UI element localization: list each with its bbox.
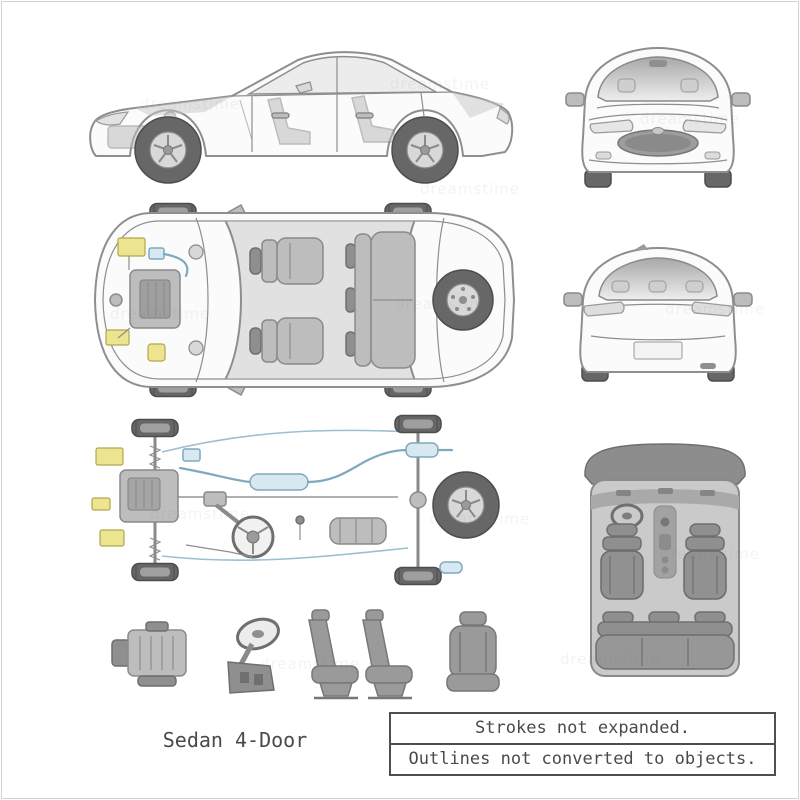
engine-bay-parts bbox=[105, 237, 204, 362]
strut-tower bbox=[188, 244, 204, 260]
parts-row bbox=[111, 608, 500, 700]
engine-part bbox=[111, 621, 187, 687]
note-row-strokes: Strokes not expanded. bbox=[475, 718, 690, 738]
side-mirror bbox=[563, 292, 583, 307]
sedan-top-view bbox=[94, 202, 515, 398]
fog-light bbox=[704, 151, 721, 160]
chassis-wheel bbox=[131, 418, 179, 438]
rearview-mirror bbox=[649, 60, 667, 67]
chassis-wheel bbox=[394, 566, 442, 586]
differential bbox=[409, 491, 427, 509]
spare-wheel bbox=[432, 269, 494, 331]
sedan-front-view bbox=[565, 47, 751, 188]
headrest bbox=[680, 78, 699, 93]
rear-bench-top bbox=[345, 231, 416, 369]
coolant-tank bbox=[148, 247, 165, 260]
side-mirror bbox=[733, 292, 753, 307]
chassis-wheel bbox=[394, 414, 442, 434]
battery bbox=[95, 447, 124, 466]
muffler bbox=[249, 473, 309, 491]
gearbox bbox=[203, 491, 227, 507]
engine-assembly bbox=[91, 447, 227, 547]
taillight bbox=[583, 301, 625, 317]
taillight bbox=[691, 301, 733, 317]
door-handle bbox=[355, 112, 374, 119]
steering-assembly bbox=[214, 503, 275, 559]
rear-wheel-face bbox=[432, 471, 500, 539]
fog-light bbox=[595, 151, 612, 160]
front-seat-left bbox=[600, 523, 644, 600]
taillight bbox=[496, 107, 510, 125]
seat-side-part bbox=[307, 608, 360, 700]
seat-front-part bbox=[446, 611, 500, 692]
headrest bbox=[648, 280, 667, 293]
steering-pedals-part bbox=[227, 617, 280, 694]
coolant-tank bbox=[182, 448, 201, 462]
muffler bbox=[405, 442, 439, 458]
side-glass bbox=[246, 55, 439, 95]
fuel-tank bbox=[329, 517, 387, 545]
side-mirror bbox=[565, 92, 585, 107]
door-handle bbox=[271, 112, 290, 119]
rear-bench-seat bbox=[595, 611, 735, 670]
windshield-band bbox=[584, 443, 746, 485]
center-console bbox=[653, 505, 677, 579]
exhaust-tip bbox=[700, 363, 716, 369]
strut-tower bbox=[188, 340, 204, 356]
headlight bbox=[682, 119, 727, 134]
exhaust-system bbox=[178, 442, 463, 574]
headrest bbox=[617, 78, 636, 93]
front-seats-top bbox=[249, 237, 324, 365]
seat-side-part bbox=[361, 608, 414, 700]
rear-wheel bbox=[391, 116, 459, 184]
front-seat-right bbox=[683, 523, 727, 600]
title-caption: Sedan 4-Door bbox=[162, 728, 308, 752]
battery bbox=[117, 237, 146, 257]
headrest bbox=[685, 280, 704, 293]
note-row-outlines: Outlines not converted to objects. bbox=[391, 743, 774, 774]
antenna-fin bbox=[634, 244, 648, 250]
chassis-wheel bbox=[131, 562, 179, 582]
front-wheel bbox=[134, 116, 202, 184]
notes-table: Strokes not expanded. Outlines not conve… bbox=[389, 712, 776, 776]
side-mirror bbox=[731, 92, 751, 107]
gear-shifter bbox=[660, 517, 670, 527]
interior-top-view bbox=[584, 443, 746, 677]
chassis-drivetrain bbox=[91, 414, 500, 586]
headrest bbox=[611, 280, 630, 293]
sedan-side-view bbox=[89, 51, 514, 184]
sedan-rear-view bbox=[563, 244, 753, 382]
side-mirror bbox=[295, 81, 313, 94]
license-plate bbox=[633, 341, 683, 360]
headlight bbox=[589, 119, 634, 134]
headlight bbox=[94, 111, 130, 126]
brand-badge bbox=[651, 127, 665, 135]
